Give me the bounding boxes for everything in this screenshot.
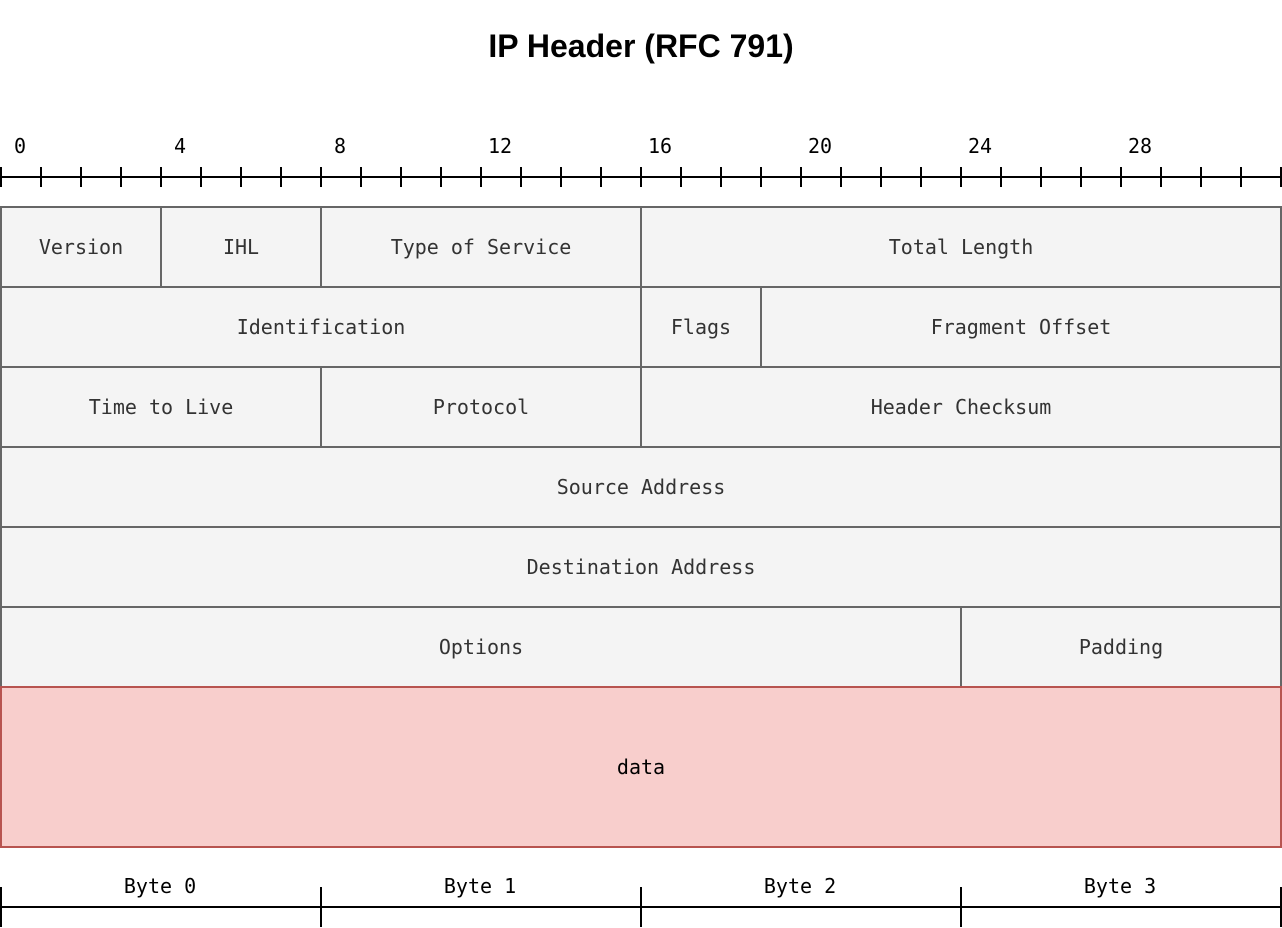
field-fragment-offset: Fragment Offset [760, 286, 1282, 368]
field-label: Destination Address [527, 555, 756, 579]
field-type-of-service: Type of Service [320, 206, 642, 288]
byte-label: Byte 1 [444, 874, 516, 898]
field-box [0, 606, 962, 688]
field-options: Options [0, 606, 962, 688]
field-label: IHL [223, 235, 259, 259]
field-box [0, 366, 322, 448]
field-label: Fragment Offset [931, 315, 1112, 339]
field-label: Type of Service [391, 235, 572, 259]
bit-label: 20 [808, 134, 832, 158]
diagram-title: IP Header (RFC 791) [488, 28, 794, 64]
field-label: Header Checksum [871, 395, 1052, 419]
field-label: Time to Live [89, 395, 234, 419]
bit-label: 16 [648, 134, 672, 158]
field-box [640, 206, 1282, 288]
data-box [0, 686, 1282, 848]
field-box [0, 446, 1282, 528]
data-block: data [0, 686, 1282, 848]
field-label: Version [39, 235, 123, 259]
field-label: Total Length [889, 235, 1034, 259]
field-identification: Identification [0, 286, 642, 368]
bit-label: 0 [14, 134, 26, 158]
field-time-to-live: Time to Live [0, 366, 322, 448]
field-version: Version [0, 206, 162, 288]
field-source-address: Source Address [0, 446, 1282, 528]
byte-label: Byte 0 [124, 874, 196, 898]
field-box [0, 526, 1282, 608]
field-box [0, 286, 642, 368]
field-box [0, 206, 162, 288]
bit-label: 24 [968, 134, 992, 158]
field-label: Source Address [557, 475, 726, 499]
field-box [960, 606, 1282, 688]
field-header-checksum: Header Checksum [640, 366, 1282, 448]
field-destination-address: Destination Address [0, 526, 1282, 608]
bit-label: 28 [1128, 134, 1152, 158]
bit-label: 8 [334, 134, 346, 158]
field-ihl: IHL [160, 206, 322, 288]
field-box [320, 366, 642, 448]
field-box [760, 286, 1282, 368]
bit-label: 4 [174, 134, 186, 158]
field-label: Padding [1079, 635, 1163, 659]
field-box [640, 286, 762, 368]
field-protocol: Protocol [320, 366, 642, 448]
field-box [320, 206, 642, 288]
field-label: Identification [237, 315, 406, 339]
byte-label: Byte 3 [1084, 874, 1156, 898]
field-flags: Flags [640, 286, 762, 368]
bit-label: 12 [488, 134, 512, 158]
field-total-length: Total Length [640, 206, 1282, 288]
bit-ruler: 0 4 8 12 16 20 24 28 [0, 134, 1282, 187]
field-label: Flags [671, 315, 731, 339]
byte-label: Byte 2 [764, 874, 836, 898]
data-label: data [617, 755, 665, 779]
field-box [640, 366, 1282, 448]
header-fields: Version IHL Type of Service Total LengthIde… [0, 206, 1282, 688]
field-label: Options [439, 635, 523, 659]
field-padding: Padding [960, 606, 1282, 688]
byte-ruler: Byte 0 Byte 1 Byte 2 Byte 3 [0, 874, 1282, 927]
field-label: Protocol [433, 395, 529, 419]
